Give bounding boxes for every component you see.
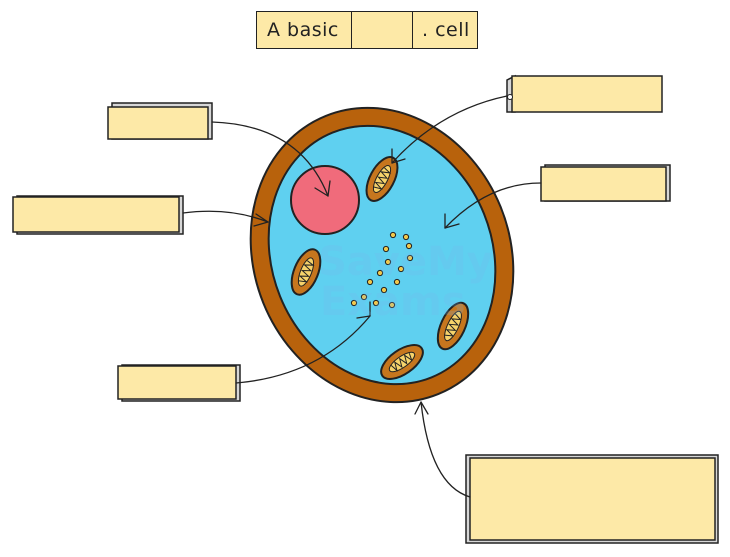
label-box-top-right[interactable] <box>506 74 663 113</box>
granule <box>380 286 388 294</box>
granule <box>366 278 374 286</box>
mitochondrion-3 <box>436 301 470 351</box>
mitochondrion-4 <box>380 344 424 380</box>
arrow-to-granules <box>235 315 371 384</box>
granule <box>402 233 410 241</box>
label-box-top-left[interactable] <box>107 102 213 140</box>
title-prefix: A basic <box>267 19 339 41</box>
label-pin <box>507 94 513 100</box>
title-blank-box[interactable] <box>351 11 413 49</box>
label-box-bottom-left[interactable] <box>117 364 241 402</box>
title-suffix: . cell <box>422 19 470 41</box>
arrow-to-mitochondrion <box>391 95 508 164</box>
watermark-line-1: SaveMy <box>318 239 493 285</box>
nucleus <box>290 165 360 235</box>
granules <box>350 231 414 309</box>
label-box-left[interactable] <box>12 195 184 235</box>
granule <box>393 278 401 286</box>
arrow-to-cell-membrane <box>420 401 471 498</box>
label-box-bottom-right[interactable] <box>465 454 719 544</box>
mitochondrion-1 <box>365 156 399 202</box>
granule <box>360 293 368 301</box>
label-box-right[interactable] <box>540 164 671 202</box>
arrow-to-cell-wall <box>182 210 269 223</box>
granule <box>388 301 396 309</box>
watermark: SaveMy Exams <box>318 242 493 322</box>
watermark-line-2: Exams <box>320 279 466 325</box>
granule <box>397 265 405 273</box>
mitochondrion-2 <box>290 248 322 296</box>
title-box: A basic . cell <box>256 11 478 49</box>
granule <box>372 299 380 307</box>
granule <box>382 245 390 253</box>
granule <box>350 299 358 307</box>
arrow-to-nucleus <box>211 121 329 197</box>
granule <box>384 258 392 266</box>
granule <box>406 254 414 262</box>
arrow-to-cytoplasm <box>444 182 542 229</box>
arrows <box>182 95 542 498</box>
granule <box>389 231 397 239</box>
granule <box>376 269 384 277</box>
granule <box>405 242 413 250</box>
